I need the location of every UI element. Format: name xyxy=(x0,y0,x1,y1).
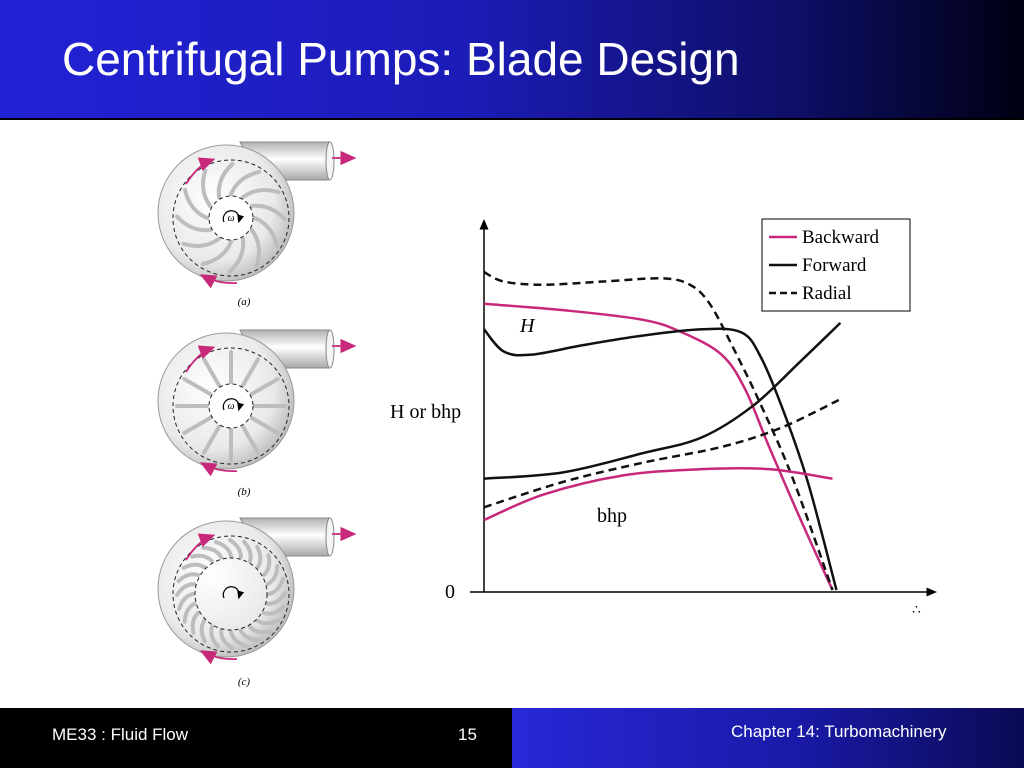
impeller-blade xyxy=(202,357,221,388)
impeller-blade xyxy=(267,577,285,596)
impeller-blade xyxy=(255,544,263,570)
impeller-blade xyxy=(200,240,233,267)
series-backward-bhp xyxy=(483,466,833,522)
impeller-outer-circle xyxy=(172,159,290,277)
omega-label: ω xyxy=(227,213,234,224)
impeller-blade xyxy=(201,168,213,208)
impeller-blade xyxy=(253,216,280,249)
impeller-blade xyxy=(238,628,261,643)
impeller-blade xyxy=(242,539,253,564)
impeller-eye-circle xyxy=(208,195,254,241)
impeller-blade xyxy=(202,424,221,455)
impeller-blade xyxy=(261,605,286,616)
impeller-blade xyxy=(265,564,280,587)
impeller-blade xyxy=(229,169,262,196)
impeller-blade xyxy=(241,357,260,388)
series-backward-h xyxy=(483,302,834,591)
impeller-blade xyxy=(248,624,272,635)
pump-radial-blades: ω xyxy=(157,329,357,477)
impeller-blade xyxy=(249,228,261,268)
y-origin-label: 0 xyxy=(445,581,455,603)
annotation-bhp: bhp xyxy=(597,505,627,527)
flow-arrow-icon xyxy=(199,650,238,665)
impeller-blade xyxy=(177,592,195,611)
impeller-blade xyxy=(182,416,213,435)
footer-chapter-label: Chapter 14: Turbomachinery xyxy=(731,722,947,741)
impeller-outer-circle xyxy=(172,535,290,653)
impeller-blade xyxy=(265,591,287,606)
rotation-arrow-icon xyxy=(222,398,245,412)
impeller-blade xyxy=(201,545,224,560)
series-forward-h xyxy=(483,327,838,591)
impeller-blade xyxy=(249,203,287,222)
impeller-blade xyxy=(209,624,220,649)
chart-legend: Backward Forward Radial xyxy=(761,218,911,312)
impeller-blade xyxy=(261,553,272,577)
series-radial-h xyxy=(483,270,834,591)
series-radial-bhp xyxy=(483,398,841,509)
pipe-outlet xyxy=(325,517,335,557)
impeller-blade xyxy=(181,236,221,248)
series-layer xyxy=(483,270,842,591)
omega-label: ω xyxy=(227,401,234,412)
footer-left-band xyxy=(0,708,512,768)
impeller-blade xyxy=(175,582,197,597)
flow-arrow-icon xyxy=(199,274,238,289)
annotation-h: H xyxy=(519,315,536,337)
legend-label-radial: Radial xyxy=(802,283,852,304)
impeller-blade xyxy=(227,236,246,274)
impeller-blade xyxy=(182,377,213,396)
title-bar: Centrifugal Pumps: Blade Design xyxy=(0,0,1024,120)
footer-course-label: ME33 : Fluid Flow xyxy=(52,725,189,744)
footer-right-band xyxy=(512,708,1024,768)
impeller-blade xyxy=(229,630,248,648)
flow-arrow-icon xyxy=(199,462,238,477)
legend-label-forward: Forward xyxy=(802,255,867,276)
impeller-blade xyxy=(241,188,281,200)
flow-arrow-icon xyxy=(185,345,216,373)
pipe-outlet xyxy=(325,141,335,181)
pump-caption-c: (c) xyxy=(238,676,251,688)
impeller-blade xyxy=(175,214,213,233)
impeller-blade xyxy=(181,562,207,570)
performance-chart: H or bhp 0 ∴ H bhp Backward Forward Radi… xyxy=(390,218,937,618)
flow-arrow-icon xyxy=(185,533,216,561)
rotation-arrow-icon xyxy=(222,586,245,600)
impeller-blade xyxy=(219,628,234,650)
impeller-blade xyxy=(249,416,280,435)
impeller-eye-circle xyxy=(208,383,254,429)
pump-backward-blades: ω xyxy=(157,141,357,289)
impeller-eye-circle xyxy=(194,557,268,631)
series-forward-bhp xyxy=(483,321,842,480)
flow-arrow-icon xyxy=(185,157,216,185)
impeller-blade xyxy=(182,601,197,624)
impeller-blade xyxy=(228,538,243,560)
impeller-outer-circle xyxy=(172,347,290,465)
impeller-blade xyxy=(199,618,207,644)
slide-title: Centrifugal Pumps: Blade Design xyxy=(62,33,740,85)
pump-caption-b: (b) xyxy=(238,486,251,498)
pipe-outlet xyxy=(325,329,335,369)
rotation-arrow-icon xyxy=(222,210,245,224)
pump-forward-blades xyxy=(157,517,357,665)
impeller-blade xyxy=(214,540,233,558)
x-axis-mark: ∴ xyxy=(912,603,921,618)
impeller-blade xyxy=(176,572,201,583)
impeller-blade xyxy=(255,618,281,626)
impeller-blade xyxy=(182,187,209,220)
legend-label-backward: Backward xyxy=(802,227,880,248)
impeller-blade xyxy=(190,611,201,635)
impeller-blade xyxy=(241,424,260,455)
impeller-blade xyxy=(216,162,235,200)
impeller-blade xyxy=(249,377,280,396)
pump-caption-a: (a) xyxy=(238,296,251,308)
impeller-blade xyxy=(190,553,214,564)
footer-page-number: 15 xyxy=(458,725,477,744)
y-axis-label: H or bhp xyxy=(390,401,461,423)
